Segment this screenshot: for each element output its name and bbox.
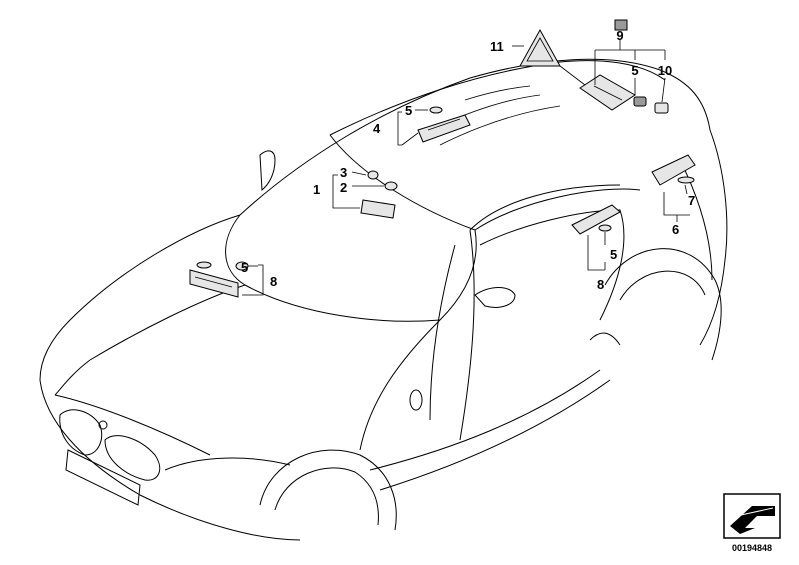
callout-11: 11 bbox=[490, 39, 504, 54]
leader-lines bbox=[242, 40, 690, 296]
interior-lamp-part bbox=[360, 170, 398, 219]
door-lamp-part bbox=[571, 204, 621, 235]
callout-8-door: 8 bbox=[597, 277, 604, 292]
callout-2: 2 bbox=[340, 180, 347, 195]
footwell-lamp-part bbox=[189, 261, 249, 298]
callout-6: 6 bbox=[672, 222, 679, 237]
car-outline bbox=[39, 58, 728, 541]
callout-labels: 11 9 5 10 5 4 3 2 1 5 8 5 8 7 6 bbox=[241, 28, 695, 292]
callout-5-trunk: 5 bbox=[631, 63, 638, 78]
callout-5-door: 5 bbox=[610, 247, 617, 262]
callout-10: 10 bbox=[658, 63, 672, 78]
dome-light-part bbox=[417, 106, 471, 143]
callout-8-front: 8 bbox=[270, 274, 277, 289]
callout-9: 9 bbox=[616, 28, 623, 43]
callout-5-front: 5 bbox=[241, 260, 248, 275]
callout-1: 1 bbox=[313, 182, 320, 197]
warning-triangle-part bbox=[519, 28, 561, 67]
callout-7: 7 bbox=[688, 193, 695, 208]
arrow-direction-icon bbox=[723, 493, 781, 539]
callout-5-dome: 5 bbox=[405, 103, 412, 118]
trunk-lamp-part bbox=[579, 19, 669, 114]
callout-4: 4 bbox=[373, 121, 381, 136]
luggage-lamp-part bbox=[651, 154, 696, 186]
callout-3: 3 bbox=[340, 165, 347, 180]
part-number: 00194848 bbox=[732, 543, 772, 553]
